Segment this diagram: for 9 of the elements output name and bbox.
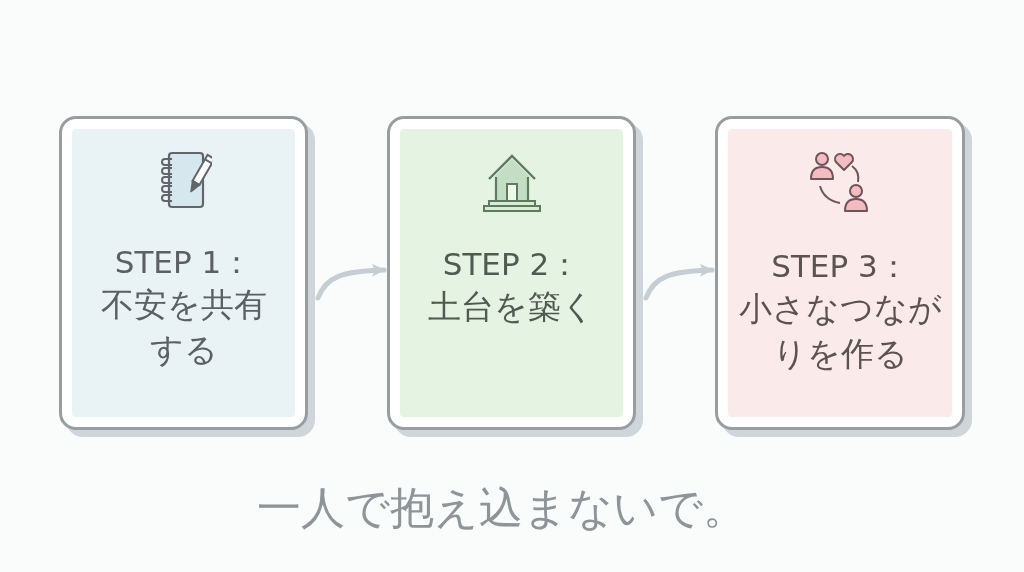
step-text: 小さなつながりを作る: [737, 288, 943, 375]
curved-arrow: [315, 263, 387, 301]
step-heading: STEP 3：: [771, 247, 909, 286]
step-text: 土台を築く: [427, 286, 596, 328]
step-text: 不安を共有する: [99, 284, 268, 371]
step-heading: STEP 1：: [114, 243, 253, 282]
curved-arrow: [643, 263, 715, 301]
step-heading: STEP 2：: [442, 245, 581, 284]
caption-text: 一人で抱え込まないで。: [257, 481, 747, 535]
